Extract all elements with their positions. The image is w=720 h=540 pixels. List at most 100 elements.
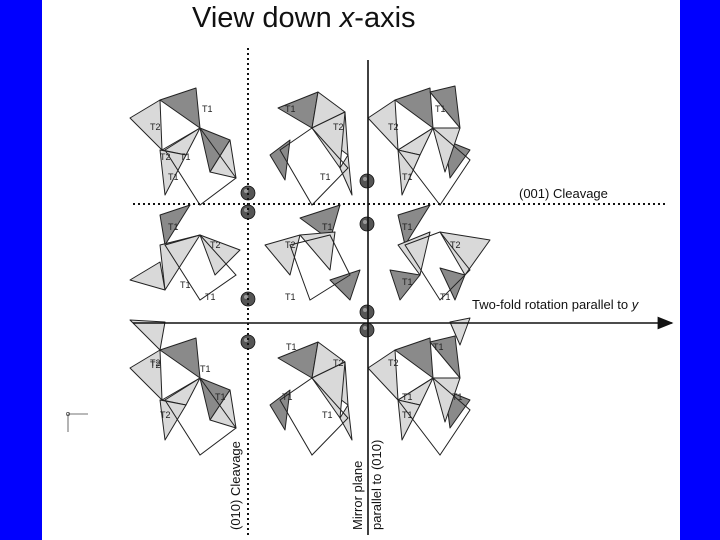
tetra-label-14: T1 xyxy=(322,222,333,232)
tetra-label-28: T2 xyxy=(388,358,399,368)
tetra-label-19: T1 xyxy=(286,342,297,352)
tetra-label-8: T2 xyxy=(210,240,221,250)
tetrahedron-41 xyxy=(429,335,461,379)
tetra-label-34: T1 xyxy=(402,392,413,402)
tetrahedron-23 xyxy=(199,234,241,276)
ring-outline-6 xyxy=(164,377,237,456)
tetra-label-30: T1 xyxy=(322,410,333,420)
tetrahedron-38 xyxy=(394,337,434,379)
tetrahedron-0 xyxy=(159,87,201,129)
tetrahedron-20 xyxy=(299,204,341,241)
ring-outline-5 xyxy=(404,231,471,301)
cleavage-010-label: (010) Cleavage xyxy=(228,441,243,530)
title-prefix: View down xyxy=(192,2,340,34)
tetrahedron-31 xyxy=(439,267,466,301)
tetra-label-21: T1 xyxy=(180,280,191,290)
tetra-label-26: T2 xyxy=(150,358,161,368)
cation-highlight-7 xyxy=(363,326,367,330)
tetra-label-3: T1 xyxy=(180,152,191,162)
tetrahedron-51 xyxy=(129,319,166,351)
tetrahedron-33 xyxy=(129,349,163,401)
cation-sphere-3 xyxy=(359,216,375,232)
tetra-label-18: T1 xyxy=(200,364,211,374)
tetra-label-24: T1 xyxy=(205,292,216,302)
cation-sphere-2 xyxy=(359,173,375,189)
cleavage-001-label: (001) Cleavage xyxy=(519,186,608,201)
tetra-label-25: T1 xyxy=(440,292,451,302)
tetra-label-6: T2 xyxy=(388,122,399,132)
cation-highlight-6 xyxy=(363,308,367,312)
tetrahedron-13 xyxy=(269,139,291,181)
cations-layer xyxy=(240,173,375,350)
tetrahedron-30 xyxy=(389,269,421,301)
tetrahedron-50 xyxy=(432,377,461,423)
tetrahedron-48 xyxy=(397,399,421,441)
twofold-rotation-label: Two-fold rotation parallel to y xyxy=(472,297,640,312)
cation-sphere-1 xyxy=(240,204,256,220)
tetrahedron-25 xyxy=(299,231,336,271)
tetra-label-23: T1 xyxy=(402,277,413,287)
ring-outline-0 xyxy=(164,127,237,206)
tetrahedron-6 xyxy=(394,87,434,129)
tetrahedron-1 xyxy=(129,99,163,151)
tetrahedron-47 xyxy=(339,404,353,441)
mirror-plane-label-line1: Mirror plane xyxy=(350,461,365,530)
twofold-label-axis: y xyxy=(631,297,640,312)
tetrahedron-45 xyxy=(269,389,291,431)
tetrahedron-26 xyxy=(397,231,431,276)
tetrahedron-16 xyxy=(397,149,421,196)
tetrahedron-10 xyxy=(159,149,187,196)
twofold-label-prefix: Two-fold rotation parallel to xyxy=(472,297,632,312)
cation-highlight-2 xyxy=(363,177,367,181)
ring-outline-8 xyxy=(397,377,471,456)
tetra-label-1: T1 xyxy=(285,104,296,114)
tetrahedron-18 xyxy=(432,127,461,173)
tetra-label-4: T2 xyxy=(150,122,161,132)
ring-outline-3 xyxy=(164,234,237,301)
title-suffix: -axis xyxy=(354,2,416,34)
cation-sphere-6 xyxy=(359,304,375,320)
tetra-label-17: T2 xyxy=(150,360,161,370)
tetrahedron-3 xyxy=(277,91,319,129)
tetra-label-5: T2 xyxy=(333,122,344,132)
cation-sphere-5 xyxy=(240,334,256,350)
tetrahedron-15 xyxy=(339,154,353,196)
tetra-label-11: T1 xyxy=(320,172,331,182)
tetrahedron-46 xyxy=(311,361,346,419)
tetrahedron-52 xyxy=(449,317,471,346)
tetra-label-31: T1 xyxy=(402,410,413,420)
tetra-label-10: T1 xyxy=(168,172,179,182)
tetrahedron-27 xyxy=(439,231,491,276)
tetra-label-2: T1 xyxy=(435,104,446,114)
tetra-label-0: T1 xyxy=(202,104,213,114)
ring-outline-4 xyxy=(289,234,351,301)
tetrahedron-32 xyxy=(159,337,201,379)
tetrahedron-9 xyxy=(429,85,461,129)
ring-outline-7 xyxy=(279,377,349,456)
title-axis-var: x xyxy=(339,2,355,34)
tetra-label-22: T1 xyxy=(285,292,296,302)
tetra-label-9: T2 xyxy=(285,240,296,250)
tetra-label-32: T1 xyxy=(215,392,226,402)
tetrahedron-19 xyxy=(159,204,191,246)
tetrahedron-35 xyxy=(277,341,319,379)
tetra-label-12: T1 xyxy=(402,172,413,182)
tetra-label-27: T2 xyxy=(333,358,344,368)
ring-outline-2 xyxy=(397,127,471,206)
tetra-label-15: T1 xyxy=(402,222,413,232)
tetrahedron-22 xyxy=(159,234,201,291)
tetra-label-35: T1 xyxy=(452,392,463,402)
tetra-label-29: T2 xyxy=(160,410,171,420)
tetrahedron-28 xyxy=(129,261,166,291)
tetra-label-20: T1 xyxy=(433,342,444,352)
tetra-label-16: T2 xyxy=(450,240,461,250)
tetra-label-7: T2 xyxy=(160,152,171,162)
mirror-plane-label-line2: parallel to (010) xyxy=(369,440,384,530)
tetrahedron-42 xyxy=(159,399,187,441)
tetrahedron-7 xyxy=(367,99,399,151)
tetrahedron-21 xyxy=(397,204,431,246)
page-title: View down x-axis xyxy=(192,2,416,35)
cation-highlight-3 xyxy=(363,220,367,224)
